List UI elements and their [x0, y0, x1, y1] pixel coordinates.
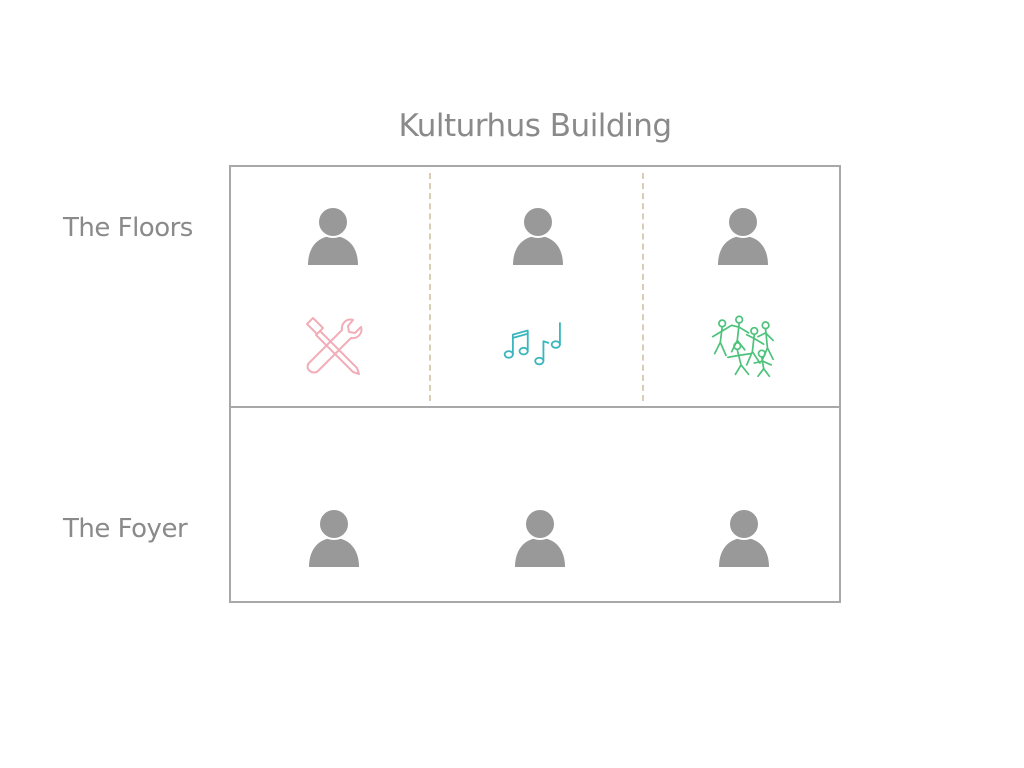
building-diagram — [229, 165, 841, 603]
diagram-title: Kulturhus Building — [398, 108, 672, 144]
row-label-foyer: The Foyer — [63, 514, 188, 544]
tools-icon — [306, 317, 363, 375]
floor-divider — [642, 173, 644, 401]
person-icon — [515, 508, 565, 567]
person-icon — [309, 508, 359, 567]
row-label-floors: The Floors — [63, 213, 193, 243]
person-icon — [513, 206, 563, 265]
foyer-section — [231, 408, 839, 601]
floor-divider — [429, 173, 431, 401]
person-icon — [718, 206, 768, 265]
dancing-people-icon — [711, 315, 774, 378]
person-icon — [719, 508, 769, 567]
person-icon — [308, 206, 358, 265]
music-notes-icon — [503, 322, 561, 366]
floors-section — [231, 167, 839, 408]
